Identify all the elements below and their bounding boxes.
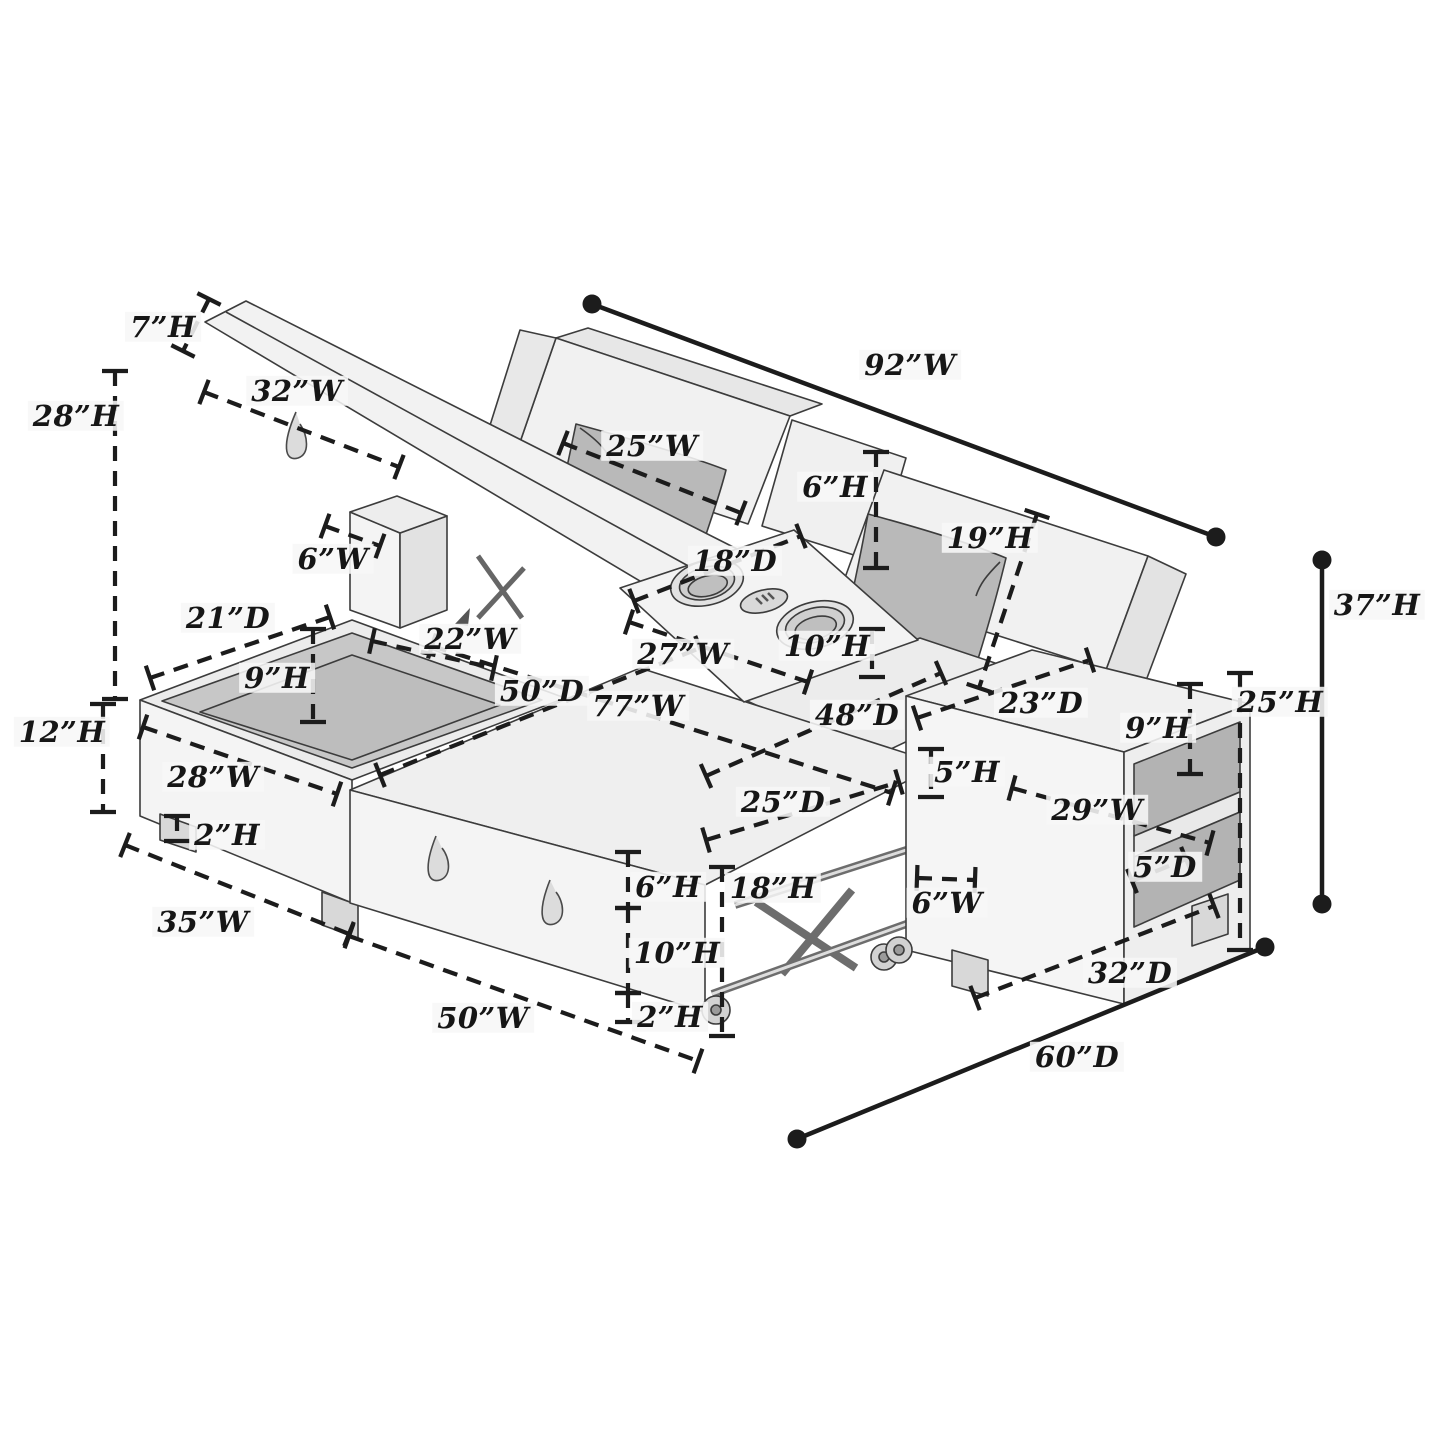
dim-line-overall-37h	[1312, 550, 1332, 914]
dim-label-seat-48d: 48”D	[809, 699, 905, 730]
right-pillow-fold	[975, 561, 1001, 597]
dim-line-chaise-front-12h	[90, 701, 116, 815]
dim-line-deck-22w	[367, 627, 499, 682]
dim-line-cabinet-32d	[968, 893, 1221, 1011]
dim-line-foot-2h	[164, 813, 190, 844]
dim-label-lid-thickness-7h: 7”H	[125, 311, 201, 342]
dim-label-backrest-6h: 6”H	[797, 471, 873, 502]
dim-label-lid-32w: 32”W	[246, 375, 348, 406]
dim-label-overall-92w: 92”W	[859, 349, 961, 380]
dim-line-arm-23d	[910, 647, 1097, 731]
caster-hub-cabinet	[893, 944, 905, 956]
dim-line-backrest-6h	[863, 449, 889, 571]
dim-line-left-armrest-6w	[318, 513, 387, 559]
dim-label-shelf-29w: 29”W	[1046, 794, 1148, 825]
dim-label-ledge-5h: 5”H	[929, 756, 1005, 787]
dim-line-shelf-9h	[1177, 681, 1203, 777]
dim-label-bed-77w: 77”W	[587, 690, 689, 721]
dim-label-deck-22w: 22”W	[419, 623, 521, 654]
dim-label-chaise-21d: 21”D	[180, 602, 276, 633]
dim-label-bed-50w: 50”W	[432, 1002, 534, 1033]
dim-label-arm-23d: 23”D	[993, 687, 1089, 718]
dim-label-shelf-5d: 5”D	[1128, 851, 1202, 882]
lid-hinge-arrow	[455, 608, 470, 626]
cabinet-foot-right	[1191, 893, 1229, 947]
dim-label-bed-18h: 18”H	[724, 872, 822, 903]
dim-label-console-18d: 18”D	[687, 545, 783, 576]
usb-pins	[755, 592, 775, 605]
dim-line-chaise-28w	[136, 714, 344, 807]
dim-line-lid-32w	[197, 379, 406, 480]
dim-label-console-10h: 10”H	[778, 630, 876, 661]
frame-diagonal-2	[778, 887, 856, 977]
lifted-lid-crease	[225, 311, 724, 586]
dim-label-shelf-9h: 9”H	[1120, 712, 1196, 743]
dim-line-console-27w	[622, 609, 815, 695]
dim-label-console-27w: 27”W	[632, 638, 734, 669]
dim-label-backrest-open-28h: 28”H	[27, 400, 125, 431]
armrest-top	[349, 495, 448, 534]
lid-hinge-bar-2	[476, 566, 526, 620]
dim-line-pillow-25w	[556, 430, 748, 526]
dim-label-pillow-25w: 25”W	[601, 430, 703, 461]
lid-hinge-bar-1	[475, 554, 525, 620]
caster-hub-left	[710, 1004, 722, 1016]
dim-label-storage-9h: 9”H	[239, 662, 315, 693]
dim-label-bedside-6h: 6”H	[630, 871, 706, 902]
dim-label-cabinet-25h: 25”H	[1231, 686, 1329, 717]
usb-port	[739, 588, 789, 614]
bed-loop-handle-1	[427, 835, 450, 882]
dim-line-cabinet-25h	[1227, 670, 1253, 953]
lid-loop-handle	[285, 411, 308, 460]
dim-label-bedbottom-2h: 2”H	[632, 1001, 708, 1032]
frame-diagonal-1	[753, 898, 859, 972]
dim-label-chaise-28w: 28”W	[162, 761, 264, 792]
dim-label-overall-37h: 37”H	[1328, 589, 1426, 620]
dim-label-pillow-19h: 19”H	[941, 522, 1039, 553]
frame-rail-bottom-highlight	[711, 920, 913, 996]
dim-line-storage-9h	[300, 626, 326, 725]
dim-label-chaise-50d: 50”D	[494, 675, 590, 706]
dim-label-chaise-35w: 35”W	[152, 906, 254, 937]
dim-line-overall-92w	[582, 294, 1226, 547]
dim-label-cabinet-6w: 6”W	[906, 887, 988, 918]
dim-label-cabinet-32d: 32”D	[1082, 957, 1178, 988]
dim-label-foot-2h: 2”H	[189, 819, 265, 850]
cabinet-foot-left	[951, 949, 989, 997]
dim-label-bedside-10h: 10”H	[628, 937, 726, 968]
dim-label-overall-60d: 60”D	[1029, 1041, 1125, 1072]
dim-label-left-armrest-6w: 6”W	[292, 543, 374, 574]
armrest-side	[399, 515, 448, 629]
dim-line-bed-50w	[342, 923, 705, 1074]
dim-label-chaise-front-12h: 12”H	[13, 716, 111, 747]
bed-loop-handle-2	[541, 879, 564, 926]
dim-label-bed-25d: 25”D	[735, 786, 831, 817]
